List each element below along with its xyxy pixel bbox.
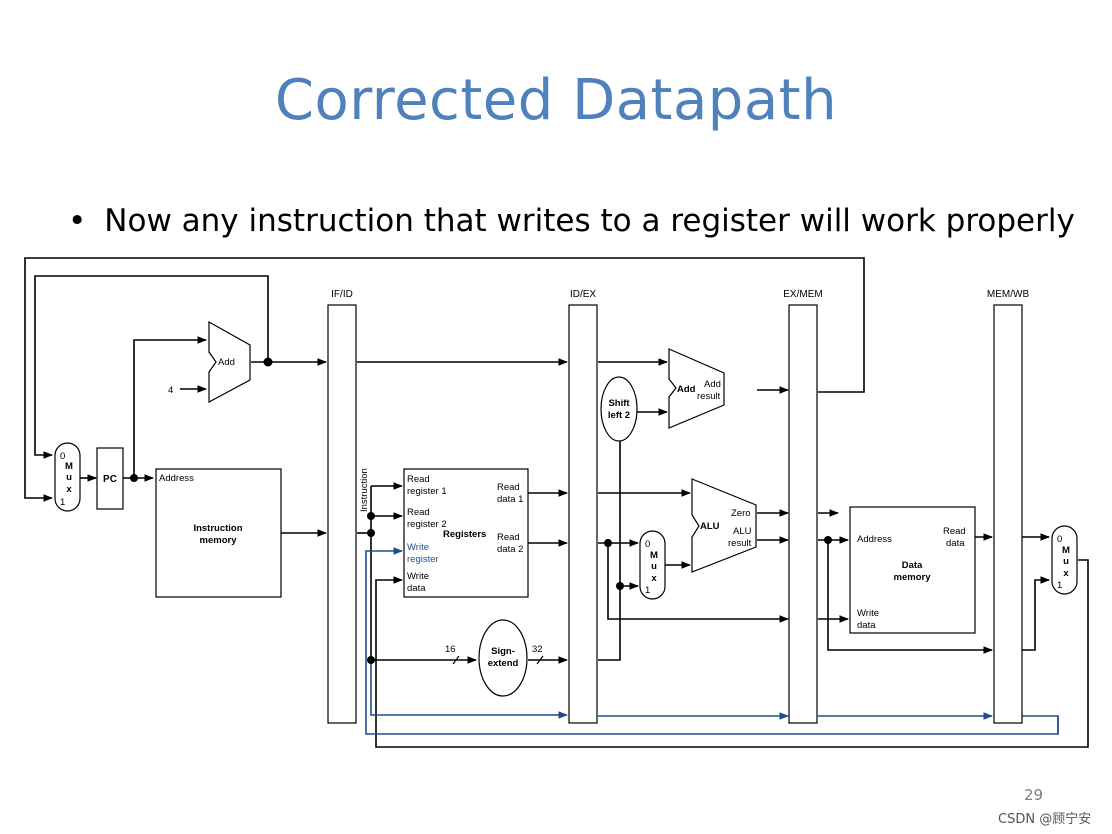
- svg-text:0: 0: [60, 451, 65, 462]
- svg-text:Read: Read: [407, 474, 430, 485]
- svg-text:u: u: [651, 561, 657, 572]
- svg-text:Read: Read: [943, 526, 966, 537]
- pc-mux: 0 M u x 1: [54, 442, 81, 512]
- sign-extend-unit: Sign- extend: [478, 619, 528, 697]
- constant-four: 4: [168, 385, 173, 396]
- svg-text:1: 1: [60, 497, 65, 508]
- bullet-text: Now any instruction that writes to a reg…: [104, 203, 1075, 239]
- svg-text:M: M: [1062, 545, 1070, 556]
- svg-text:left 2: left 2: [608, 410, 630, 421]
- svg-text:data: data: [857, 620, 876, 631]
- bullet-point: • Now any instruction that writes to a re…: [68, 203, 1075, 239]
- svg-text:result: result: [728, 538, 752, 549]
- alu: ALU Zero ALU result: [691, 478, 757, 573]
- slide-title: Corrected Datapath: [274, 68, 838, 133]
- svg-text:Sign-: Sign-: [491, 646, 515, 657]
- svg-text:1: 1: [645, 585, 650, 596]
- svg-text:u: u: [66, 472, 72, 483]
- svg-text:memory: memory: [894, 572, 932, 583]
- svg-text:Write: Write: [407, 571, 429, 582]
- svg-text:Zero: Zero: [731, 508, 751, 519]
- svg-text:ALU: ALU: [700, 521, 720, 532]
- svg-text:Read: Read: [497, 532, 520, 543]
- svg-text:result: result: [697, 391, 721, 402]
- datapath-wires: [24, 257, 1089, 748]
- svg-text:Data: Data: [902, 560, 923, 571]
- writeback-mux: 0 M u x 1: [1051, 525, 1078, 595]
- label-if-id: IF/ID: [331, 289, 353, 300]
- shift-left-2-unit: Shift left 2: [600, 376, 638, 442]
- svg-text:Address: Address: [159, 473, 194, 484]
- svg-text:memory: memory: [200, 535, 238, 546]
- page-number: 29: [1024, 786, 1044, 804]
- svg-text:u: u: [1063, 556, 1069, 567]
- label-mem-wb: MEM/WB: [987, 289, 1030, 300]
- svg-text:PC: PC: [103, 474, 117, 485]
- pipeline-register-id-ex: [568, 304, 598, 724]
- register-file: Read register 1 Read register 2 Write re…: [403, 468, 529, 598]
- svg-text:Read: Read: [407, 507, 430, 518]
- svg-text:1: 1: [1057, 580, 1062, 591]
- label-id-ex: ID/EX: [570, 289, 596, 300]
- svg-text:register 2: register 2: [407, 519, 447, 530]
- pipeline-register-mem-wb: [993, 304, 1023, 724]
- pipeline-registers: [327, 304, 1023, 724]
- branch-adder: Add Add result: [668, 348, 725, 429]
- instruction-memory: Address Instruction memory: [155, 468, 282, 598]
- svg-text:data: data: [407, 583, 426, 594]
- svg-text:Add: Add: [677, 384, 696, 395]
- pipeline-register-ex-mem: [788, 304, 818, 724]
- junction-dots: [130, 357, 832, 664]
- pc-adder: Add: [208, 320, 251, 404]
- svg-text:Write: Write: [407, 542, 429, 553]
- svg-text:M: M: [65, 461, 73, 472]
- svg-text:x: x: [1063, 568, 1069, 579]
- watermark: CSDN @顾宁安: [998, 812, 1092, 827]
- svg-text:Add: Add: [704, 379, 721, 390]
- label-ex-mem: EX/MEM: [783, 289, 822, 300]
- svg-text:M: M: [650, 550, 658, 561]
- data-memory: Address Read data Data memory Write data: [849, 506, 976, 634]
- svg-text:Write: Write: [857, 608, 879, 619]
- sign-extend-output-width: 32: [532, 644, 543, 655]
- svg-text:Instruction: Instruction: [193, 523, 242, 534]
- svg-text:Shift: Shift: [608, 398, 630, 409]
- svg-text:Read: Read: [497, 482, 520, 493]
- bullet-dot-icon: •: [68, 203, 87, 239]
- svg-text:Address: Address: [857, 534, 892, 545]
- svg-text:ALU: ALU: [733, 526, 752, 537]
- pipeline-register-if-id: [327, 304, 357, 724]
- pc-register: PC: [96, 447, 124, 510]
- alu-input-mux: 0 M u x 1: [639, 530, 666, 600]
- svg-text:data 1: data 1: [497, 494, 523, 505]
- svg-text:register: register: [407, 554, 439, 565]
- sign-extend-input-width: 16: [445, 644, 456, 655]
- svg-text:Registers: Registers: [443, 529, 486, 540]
- svg-text:0: 0: [645, 539, 650, 550]
- svg-text:data: data: [946, 538, 965, 549]
- svg-text:x: x: [66, 484, 72, 495]
- svg-text:data 2: data 2: [497, 544, 523, 555]
- write-register-path: [365, 547, 1059, 735]
- svg-text:Add: Add: [218, 357, 235, 368]
- svg-text:x: x: [651, 573, 657, 584]
- svg-text:register 1: register 1: [407, 486, 447, 497]
- instruction-bus-label: Instruction: [359, 468, 370, 512]
- svg-text:0: 0: [1057, 534, 1062, 545]
- svg-text:extend: extend: [488, 658, 519, 669]
